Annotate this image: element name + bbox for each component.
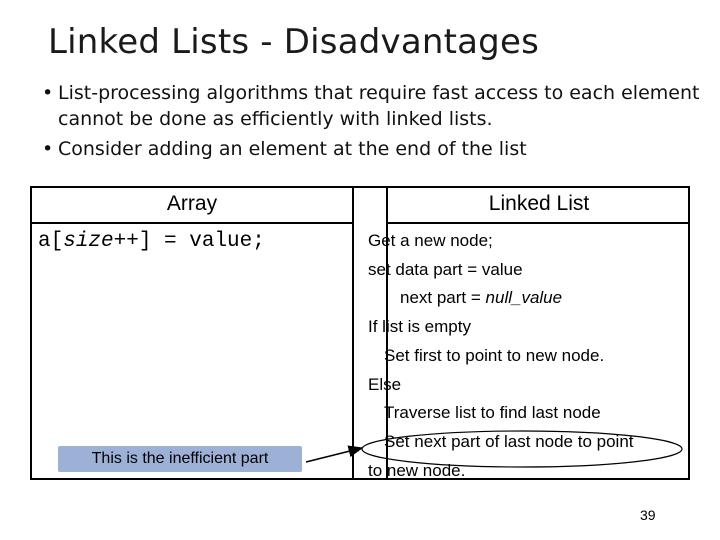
callout-arrow bbox=[305, 445, 364, 463]
bullet-text: List-processing algorithms that require … bbox=[58, 82, 700, 130]
array-code: a[size++] = value; bbox=[38, 230, 265, 253]
comparison-table: Array Linked List a[size++] = value; bbox=[30, 186, 690, 480]
step-line: Get a new node; bbox=[368, 231, 493, 250]
step-line: Traverse list to find last node bbox=[384, 403, 601, 423]
bullet-list: • List-processing algorithms that requir… bbox=[40, 80, 700, 162]
step-line: Else bbox=[368, 374, 402, 394]
column-divider bbox=[352, 188, 388, 478]
array-header: Array bbox=[166, 192, 218, 215]
slide-title: Linked Lists - Disadvantages bbox=[48, 22, 539, 62]
step-line: to new node. bbox=[368, 460, 466, 480]
step-text: next part = bbox=[400, 288, 486, 308]
step-line: If list is empty bbox=[368, 317, 471, 337]
step-line: set data part = value bbox=[368, 259, 523, 279]
page-number: 39 bbox=[640, 507, 656, 523]
highlight-ellipse bbox=[361, 430, 683, 468]
code-italic: size bbox=[63, 230, 114, 253]
linked-list-header: Linked List bbox=[488, 192, 590, 215]
bullet-marker: • bbox=[42, 138, 54, 160]
step-line: Set first to point to new node. bbox=[384, 345, 605, 365]
null-value-text: null_value bbox=[485, 288, 563, 308]
bullet-item: • List-processing algorithms that requir… bbox=[40, 80, 700, 132]
bullet-text: Consider adding an element at the end of… bbox=[58, 138, 527, 160]
code-prefix: a[ bbox=[38, 230, 64, 253]
bullet-marker: • bbox=[42, 82, 54, 104]
code-suffix: ++] = value; bbox=[113, 230, 265, 253]
linked-list-steps: Get a new node; set data part = value ne… bbox=[368, 227, 698, 485]
inefficient-callout: This is the inefficient part bbox=[58, 446, 302, 472]
step-line: next part = null_value bbox=[368, 284, 698, 313]
bullet-item: • Consider adding an element at the end … bbox=[40, 136, 700, 162]
step-line: Set next part of last node to point bbox=[384, 431, 634, 451]
